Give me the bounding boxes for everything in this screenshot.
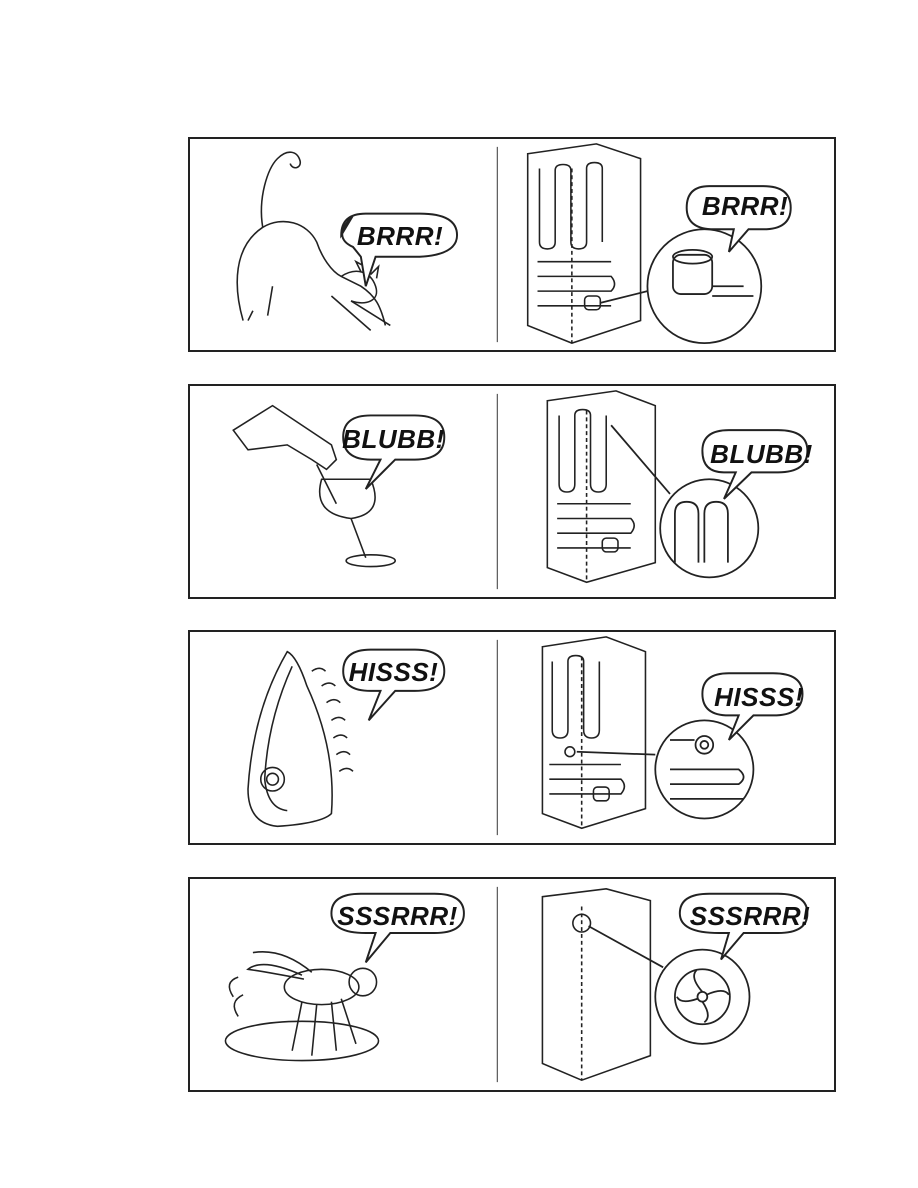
expansion-coil-icon	[577, 720, 754, 818]
right-sound-text: BLUBB!	[708, 439, 815, 470]
steam-iron-icon	[248, 652, 353, 827]
panel-1-illustration	[190, 139, 834, 350]
left-sound-text: SSSRRR!	[330, 901, 465, 932]
noise-panel-1: BRRR! BRRR!	[188, 137, 836, 352]
right-sound-text: SSSRRR!	[685, 901, 815, 932]
left-sound-text: BRRR!	[342, 221, 458, 252]
fridge-front-illustration	[542, 889, 650, 1080]
noise-panel-3: HISSS! HISSS!	[188, 630, 836, 845]
noise-panel-4: SSSRRR! SSSRRR!	[188, 877, 836, 1092]
fridge-back-illustration	[542, 637, 645, 828]
left-sound-text: HISSS!	[342, 657, 445, 688]
panel-2-illustration	[190, 386, 834, 597]
left-sound-text: BLUBB!	[342, 424, 445, 455]
fridge-back-illustration	[528, 144, 641, 343]
noise-panel-2: BLUBB! BLUBB!	[188, 384, 836, 599]
right-sound-text: HISSS!	[708, 682, 810, 713]
fly-icon	[225, 952, 378, 1061]
panel-3-illustration	[190, 632, 834, 843]
fridge-back-illustration	[547, 391, 655, 582]
right-sound-text: BRRR!	[692, 191, 798, 222]
